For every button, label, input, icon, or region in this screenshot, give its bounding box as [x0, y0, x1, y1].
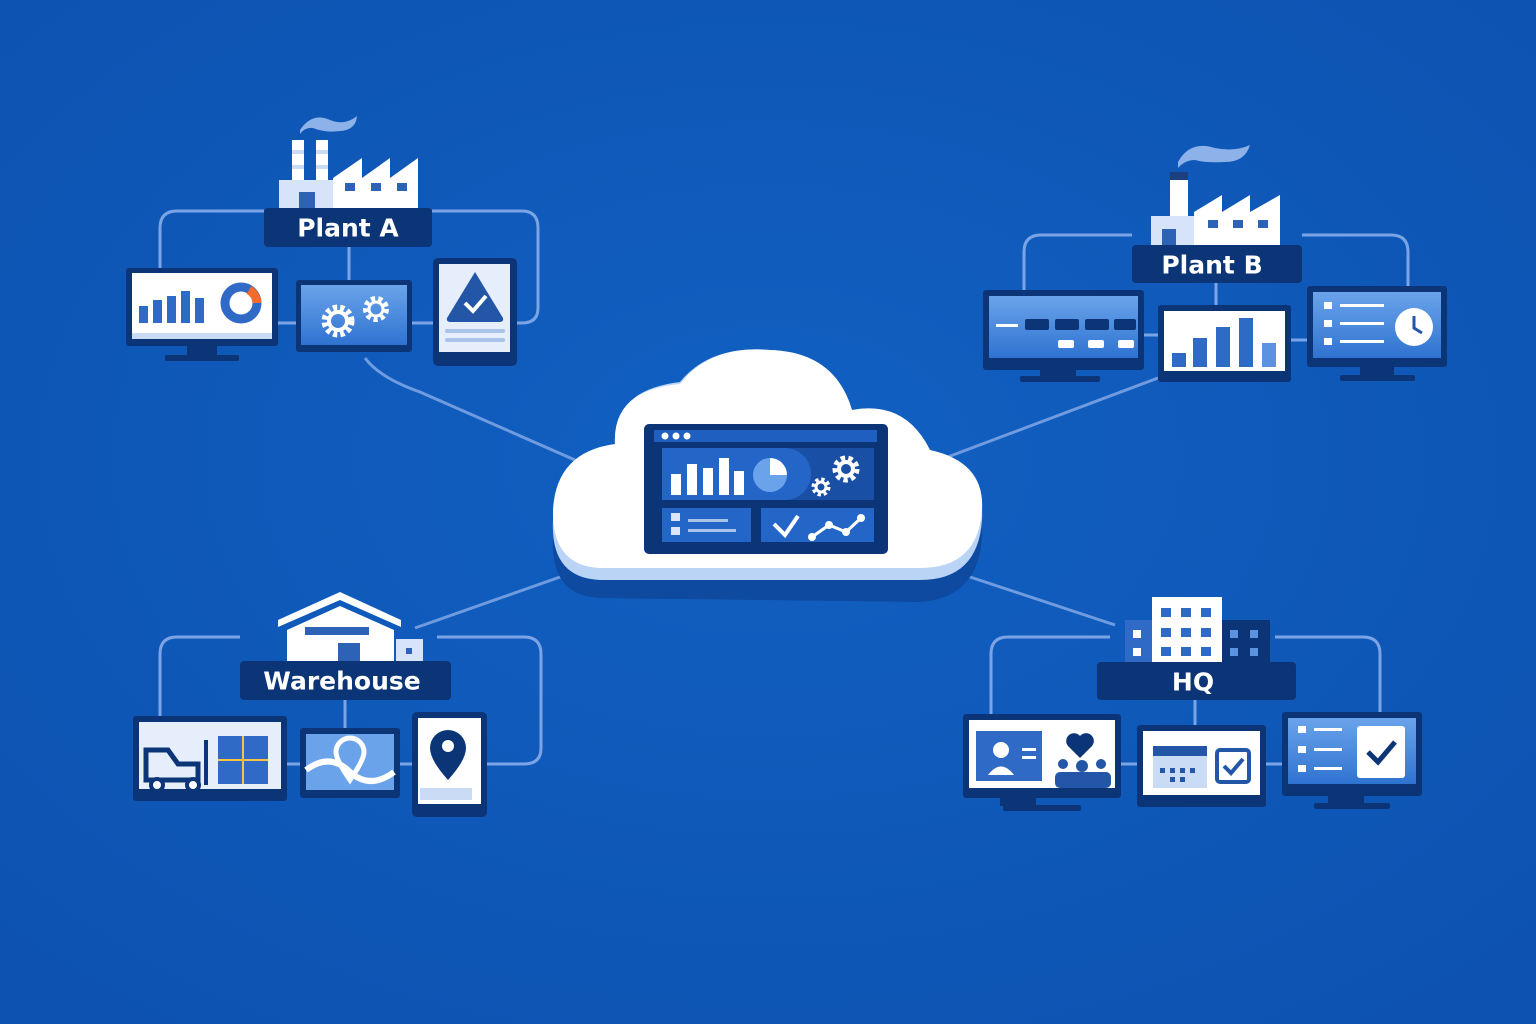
connector-plant-b [944, 376, 1159, 460]
factory-icon [1151, 145, 1280, 245]
plant-b-label-box [1132, 245, 1302, 283]
plant-a-label-box [264, 208, 432, 247]
cloud-dashboard-group [552, 349, 983, 602]
schedule-monitor-icon [1307, 286, 1447, 381]
plant-b-group: Plant B [983, 145, 1447, 382]
factory-icon [279, 116, 418, 208]
warehouse-building-icon [278, 592, 423, 661]
warehouse-group: Warehouse [133, 592, 543, 817]
calendar-screen-icon [1137, 725, 1266, 807]
task-monitor-icon [1282, 712, 1422, 809]
office-building-icon [1125, 597, 1270, 662]
bar-chart-icon [671, 458, 744, 495]
bar-chart-screen-icon [1158, 305, 1291, 382]
hq-label-box [1097, 662, 1296, 700]
approval-tablet-icon [433, 258, 517, 366]
pipeline-monitor-icon [983, 290, 1144, 382]
connector-plant-a [363, 357, 576, 462]
connector-hq [954, 570, 1116, 627]
location-tablet-icon [412, 712, 487, 817]
plant-b-label: Plant B [1161, 251, 1262, 280]
warehouse-label: Warehouse [263, 667, 420, 696]
people-monitor-icon [963, 714, 1121, 811]
map-screen-icon [300, 728, 400, 798]
hq-group: HQ [963, 597, 1422, 811]
analytics-monitor-icon [126, 268, 278, 361]
gears-icon [811, 455, 860, 497]
plant-a-label: Plant A [297, 214, 399, 243]
plant-a-group: Plant A [126, 116, 540, 366]
warehouse-label-box [240, 661, 451, 700]
connectors [363, 357, 1159, 630]
line-chart-icon [811, 516, 863, 539]
dashboard-window [644, 424, 888, 554]
settings-screen-icon [296, 280, 412, 352]
trend-panel [761, 508, 874, 542]
window-dots-icon [661, 432, 691, 440]
check-icon [772, 514, 800, 539]
connector-warehouse [414, 568, 581, 630]
hq-label: HQ [1172, 668, 1214, 697]
forklift-monitor-icon [133, 716, 287, 801]
